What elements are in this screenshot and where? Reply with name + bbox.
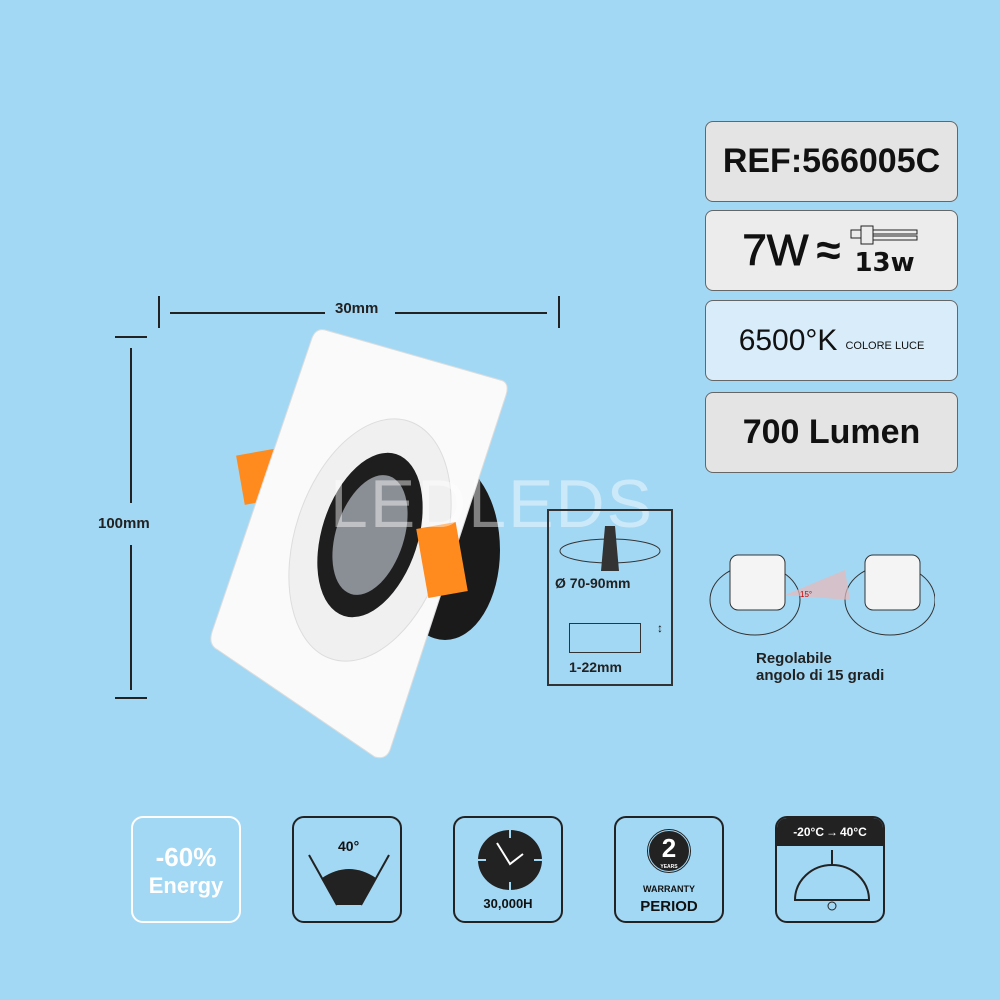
- height-dimension: 100mm: [98, 515, 150, 532]
- temp-low: -20°C: [793, 825, 824, 839]
- ref-box: REF:566005C: [705, 121, 958, 202]
- energy-percent: -60%: [155, 842, 217, 872]
- cutout-dimension: Ø 70-90mm: [555, 575, 631, 591]
- temperature-range-badge: -20°C→40°C: [775, 816, 885, 923]
- color-temp-value: 6500°K: [738, 323, 838, 357]
- cutout-diagram: Ø 70-90mm ↕ 1-22mm: [547, 509, 673, 686]
- beam-angle-icon: [308, 854, 390, 906]
- approx-symbol: ≈: [816, 225, 841, 275]
- temperature-range: -20°C→40°C: [777, 818, 883, 846]
- lumen-value: 700 Lumen: [742, 413, 921, 451]
- warranty-years-label: YEARS: [660, 864, 678, 870]
- power-value: 7W: [742, 225, 809, 275]
- temp-high: 40°C: [840, 825, 867, 839]
- warranty-period-label: PERIOD: [640, 898, 698, 915]
- ref-code: REF:566005C: [722, 142, 941, 180]
- tilt-caption-line2: angolo di 15 gradi: [756, 667, 885, 684]
- lifetime-badge: 30,000H: [453, 816, 563, 923]
- color-temp-label: COLORE LUCE: [845, 339, 925, 352]
- warranty-years: 2: [661, 833, 677, 863]
- energy-label: Energy: [148, 873, 224, 898]
- tilt-diagram: [709, 554, 935, 636]
- tilt-caption: Regolabile angolo di 15 gradi: [756, 650, 884, 684]
- power-box: 7W ≈ 13w: [705, 210, 958, 291]
- warranty-label: WARRANTY: [643, 884, 695, 894]
- cfl-bulb-icon: [850, 225, 918, 244]
- color-temp-box: 6500°K COLORE LUCE: [705, 300, 958, 381]
- thickness-dimension: 1-22mm: [569, 659, 622, 675]
- equivalent-watt: 13w: [854, 247, 915, 278]
- downlight-product-image: [210, 329, 508, 759]
- beam-angle-badge: 40°: [292, 816, 402, 923]
- energy-saving-badge: -60% Energy: [131, 816, 241, 923]
- pendant-lamp-icon: [793, 850, 871, 911]
- width-dimension: 30mm: [335, 300, 379, 317]
- tilt-caption-line1: Regolabile: [756, 650, 832, 667]
- clock-icon: [478, 830, 542, 890]
- tilt-angle-mark: 15°: [800, 590, 813, 599]
- cutout-hole-icon: [559, 526, 661, 571]
- beam-angle-value: 40°: [338, 838, 360, 854]
- lifetime-value: 30,000H: [483, 896, 533, 911]
- watermark: LEDLEDS: [330, 466, 654, 542]
- lumen-box: 700 Lumen: [705, 392, 958, 473]
